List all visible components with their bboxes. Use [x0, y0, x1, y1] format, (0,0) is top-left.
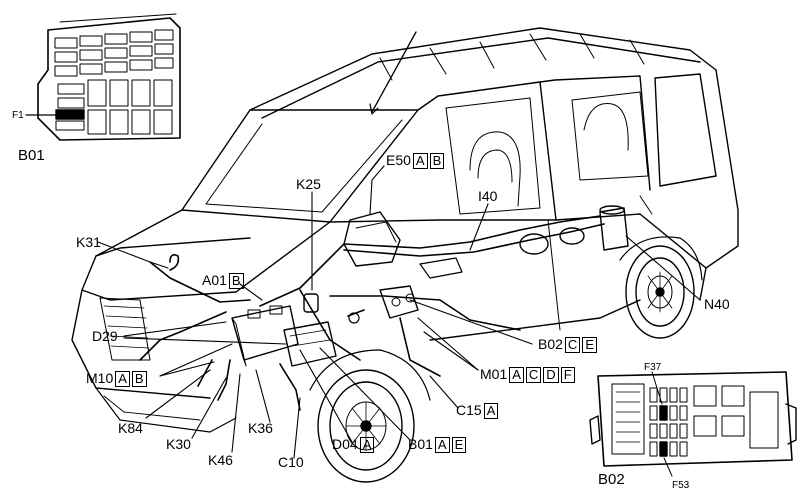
- label-k36: K36: [248, 420, 273, 436]
- label-d29: D29: [92, 328, 118, 344]
- van-body: [71, 27, 739, 433]
- label-k84: K84: [118, 420, 143, 436]
- label-c10: C10: [278, 454, 304, 470]
- label-n40: N40: [704, 296, 730, 312]
- label-k46: K46: [208, 452, 233, 468]
- washer-and-wiring: [343, 205, 629, 319]
- b02-inset-label: B02: [598, 471, 625, 488]
- f53-label: F53: [672, 480, 690, 491]
- battery-and-fusebox: [231, 293, 337, 367]
- wiring-harness: [139, 215, 605, 411]
- b02-fuse-box-inset: [589, 371, 797, 477]
- label-k25: K25: [296, 176, 321, 192]
- label-i40: I40: [478, 188, 498, 204]
- label-k30: K30: [166, 436, 191, 452]
- front-wheel: [309, 349, 431, 483]
- b01-inset-label: B01: [18, 147, 45, 164]
- f1-label: F1: [12, 110, 24, 121]
- label-k31: K31: [76, 234, 101, 250]
- rear-wheel: [619, 236, 703, 339]
- b01-fuse-box-inset: [25, 13, 181, 141]
- antenna-lead: [371, 31, 417, 113]
- f37-label: F37: [644, 362, 662, 373]
- leader-lines: [97, 165, 701, 459]
